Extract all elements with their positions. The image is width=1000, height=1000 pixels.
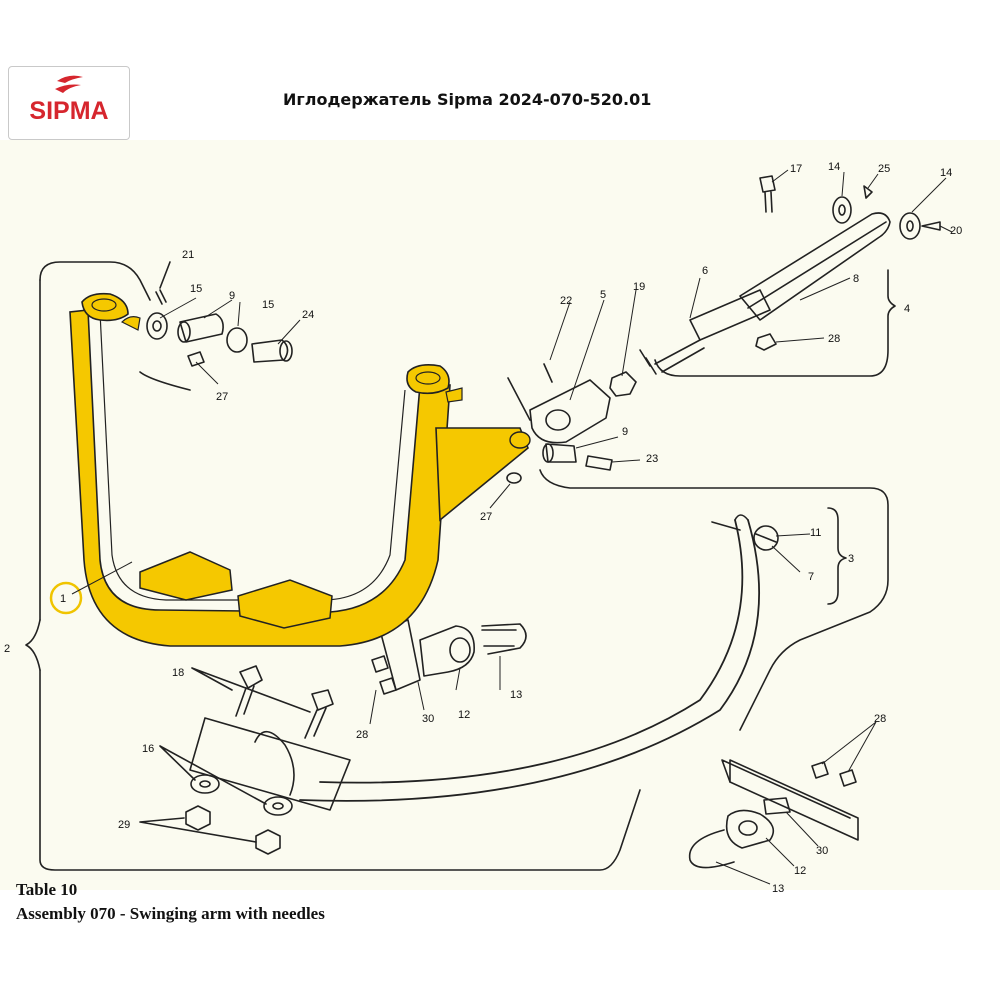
needle-roller-11 [753,525,779,551]
table-caption: Table 10 [16,880,78,899]
callout-labels: 1 2 3 4 5 6 7 8 9 9 11 12 12 13 13 14 14… [4,161,962,895]
needle-mount-bar [189,717,351,811]
callout-28-top: 28 [828,333,840,345]
page-title: Иглодержатель Sipma 2024-070-520.01 [283,90,652,109]
callout-25: 25 [878,163,890,175]
callout-14-right: 14 [940,167,952,179]
callout-17: 17 [790,163,802,175]
nut-28-right-a [811,761,829,779]
nut-28-right-b [839,769,857,787]
callout-9-top: 9 [229,290,235,302]
bushing-9-right [545,443,577,463]
callout-20: 20 [950,225,962,237]
callout-18: 18 [172,667,184,679]
logo-text: SIPMA [29,97,109,125]
callout-5: 5 [600,289,606,301]
eye-bolt-12-right [725,809,775,849]
drawing-background [0,140,1000,890]
assembly-caption: Assembly 070 - Swinging arm with needles [16,904,325,923]
nut-29-right [255,829,281,855]
group-outline-right [539,469,889,731]
callout-3: 3 [848,553,854,565]
grease-nipple-27-mid [506,472,522,484]
bolt-18-left [235,665,263,717]
u-bolt-13-right [688,829,735,869]
plate-30-right [763,797,791,815]
sipma-swoosh-icon [55,75,83,93]
bolt-18-right [304,689,334,739]
callout-30-right: 30 [816,845,828,857]
group-outline-2 [39,261,151,301]
adjust-rod-6 [689,289,771,341]
pin-21 [155,289,167,305]
callout-15-right: 15 [262,299,274,311]
washer-16-left [190,774,220,794]
callout-12-center: 12 [458,709,470,721]
nuts-28-center [371,655,397,695]
callout-21: 21 [182,249,194,261]
callout-30-center: 30 [422,713,434,725]
swinging-arm-1 [69,292,531,647]
callout-24: 24 [302,309,314,321]
callout-6: 6 [702,265,708,277]
lever-8 [739,212,891,321]
callout-29: 29 [118,819,130,831]
leader-lines [71,169,953,885]
nut-28-top [755,333,777,351]
group-outline-2-left [39,279,641,871]
mount-bar-right [729,759,859,841]
callout-8: 8 [853,273,859,285]
washer-15-right [226,327,248,353]
u-bolt-13-center [481,623,527,655]
nut-19 [609,371,637,397]
callout-16: 16 [142,743,154,755]
sipma-logo: SIPMA [8,66,130,140]
callout-27-mid: 27 [480,511,492,523]
eye-bolt-12-center [419,625,475,677]
callout-1: 1 [60,593,66,605]
pin-23 [585,455,613,471]
washer-16-right [263,796,293,816]
bolt-17 [759,175,776,213]
pin-22 [543,363,553,383]
callout-14-left: 14 [828,161,840,173]
callout-28-right: 28 [874,713,886,725]
callout-13-right: 13 [772,883,784,895]
callout-11: 11 [810,527,821,539]
callout-4: 4 [904,303,910,315]
washer-14-left [832,196,852,224]
callout-1-highlight-ring [49,581,83,615]
pin-25 [863,185,873,199]
callout-28-center: 28 [356,729,368,741]
grease-nipple-27-top [187,351,205,367]
callout-2: 2 [4,643,10,655]
callout-15-left: 15 [190,283,202,295]
callout-7: 7 [808,571,814,583]
callout-27-top: 27 [216,391,228,403]
curved-needle [319,519,744,784]
callout-9-right: 9 [622,426,628,438]
callout-23: 23 [646,453,658,465]
callout-12-right: 12 [794,865,806,877]
callout-19: 19 [633,281,645,293]
cotter-pin-20 [921,221,941,231]
nut-29-left [185,805,211,831]
callout-22: 22 [560,295,572,307]
clevis-5 [529,379,611,444]
bushing-9 [179,313,224,343]
callout-13-center: 13 [510,689,522,701]
washer-15-left [146,312,168,340]
washer-14-right [899,212,921,240]
